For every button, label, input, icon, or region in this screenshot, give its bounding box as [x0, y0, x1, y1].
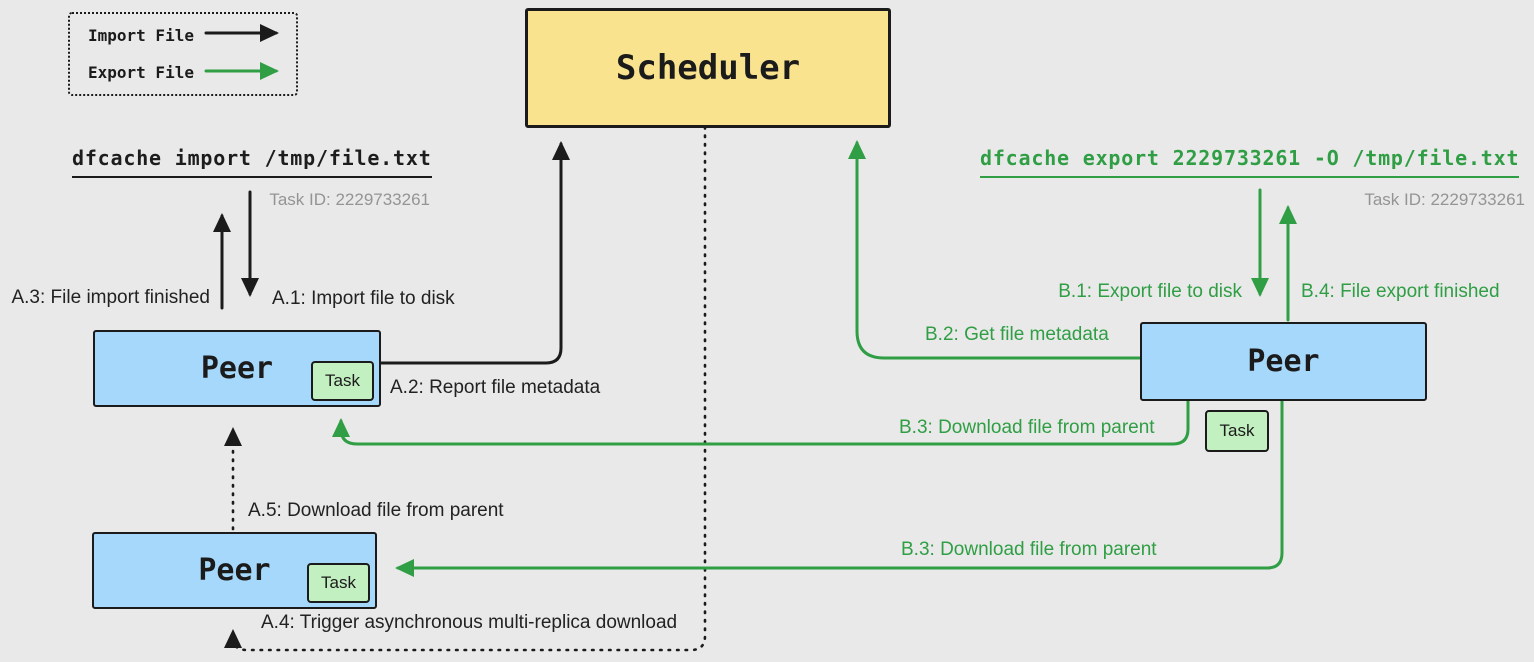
label-b4: B.4: File export finished	[1301, 281, 1500, 302]
label-a5: A.5: Download file from parent	[248, 500, 504, 521]
task-title: Task	[325, 371, 360, 390]
label-b3-lower: B.3: Download file from parent	[901, 539, 1157, 560]
export-command: dfcache export 2229733261 -O /tmp/file.t…	[980, 146, 1520, 178]
export-task-id: Task ID: 2229733261	[1364, 190, 1525, 209]
peer-replica-node: Peer Task	[92, 532, 377, 609]
label-a2: A.2: Report file metadata	[390, 377, 601, 398]
task-badge-export: Task	[1205, 410, 1269, 452]
b2-arrow	[848, 140, 1142, 360]
b3-lower-arrow	[395, 397, 1284, 577]
import-task-id: Task ID: 2229733261	[269, 190, 430, 209]
peer-title: Peer	[1247, 344, 1320, 379]
scheduler-title: Scheduler	[615, 48, 801, 88]
peer-title: Peer	[200, 351, 274, 386]
label-b3-upper: B.3: Download file from parent	[899, 417, 1155, 438]
legend-import-label: Import File	[88, 26, 194, 45]
a2-arrow	[375, 141, 570, 365]
task-title: Task	[321, 573, 356, 592]
label-a3: A.3: File import finished	[11, 287, 210, 308]
task-badge: Task	[311, 361, 374, 401]
legend-export-label: Export File	[88, 63, 194, 82]
label-a4: A.4: Trigger asynchronous multi-replica …	[261, 612, 678, 633]
peer-title: Peer	[198, 553, 271, 588]
task-badge: Task	[307, 563, 370, 603]
scheduler-node: Scheduler	[525, 8, 891, 128]
peer-import-node: Peer Task	[93, 330, 381, 407]
task-title: Task	[1219, 421, 1255, 440]
peer-export-node: Peer	[1140, 322, 1427, 401]
label-b2: B.2: Get file metadata	[925, 324, 1109, 345]
label-a1: A.1: Import file to disk	[272, 288, 455, 309]
label-b1: B.1: Export file to disk	[1058, 281, 1242, 302]
legend-box: Import File Export File	[68, 12, 298, 96]
b3-upper-arrow	[332, 397, 1190, 446]
import-command: dfcache import /tmp/file.txt	[72, 146, 432, 178]
